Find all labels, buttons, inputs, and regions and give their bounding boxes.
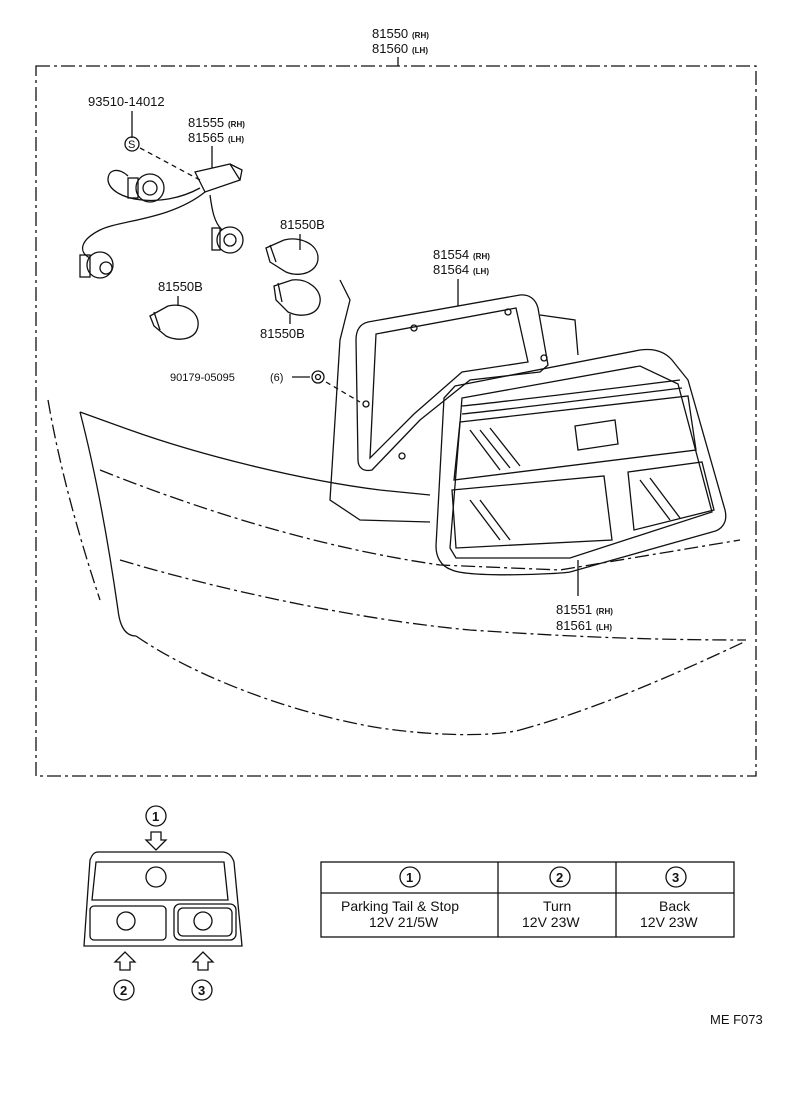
lens-window-lower-left	[451, 475, 613, 549]
callout-1-icon	[145, 805, 167, 827]
screw-mark: S	[128, 139, 135, 151]
lens-outer	[435, 348, 727, 576]
table-name-2: Turn	[543, 898, 571, 914]
table-name-3: Back	[659, 898, 691, 914]
table-number-1: 1	[406, 870, 413, 885]
table-spec-3: 12V 23W	[640, 914, 698, 930]
arrow-up-icon	[191, 951, 215, 971]
gasket-part: 81554 (RH) 81564 (LH)	[355, 247, 549, 472]
gasket-suffix-lh: (LH)	[473, 267, 489, 276]
assembly-suffix-lh: (LH)	[412, 46, 428, 55]
bulb-b-part: 81550B	[260, 279, 321, 341]
figure-code: ME F073	[710, 1012, 763, 1027]
lens-number-lh: 81561	[556, 618, 592, 633]
table-number-2: 2	[556, 870, 563, 885]
bulb-socket-1-icon	[145, 866, 167, 888]
socket-number-rh: 81555	[188, 115, 224, 130]
lens-part: 81551 (RH) 81561 (LH)	[435, 348, 727, 633]
screw-icon	[124, 136, 140, 152]
bulb-b-number: 81550B	[260, 326, 305, 341]
lens-window-upper	[453, 395, 697, 481]
nut-part: 90179-05095 (6)	[170, 370, 361, 403]
table-name-1: Parking Tail & Stop	[341, 898, 459, 914]
gasket-number-rh: 81554	[433, 247, 469, 262]
lens-suffix-rh: (RH)	[596, 607, 613, 616]
table-number-3: 3	[672, 870, 679, 885]
bulb-socket-3-icon	[193, 911, 213, 931]
bulb-c-number: 81550B	[158, 279, 203, 294]
socket-icon	[211, 226, 244, 254]
lens-suffix-lh: (LH)	[596, 623, 612, 632]
callout-3-icon	[191, 979, 213, 1001]
callout-2-number: 2	[120, 983, 127, 998]
connector-icon	[194, 163, 241, 193]
socket-suffix-rh: (RH)	[228, 120, 245, 129]
assembly-suffix-rh: (RH)	[412, 31, 429, 40]
socket-suffix-lh: (LH)	[228, 135, 244, 144]
arrow-down-icon	[144, 831, 168, 851]
assembly-boundary	[35, 65, 757, 777]
assembly-number-rh: 81550	[372, 26, 408, 41]
bulb-socket-2-icon	[116, 911, 136, 931]
callout-2-icon	[113, 979, 135, 1001]
callout-1-number: 1	[152, 809, 159, 824]
socket-icon	[127, 173, 165, 203]
lens-window-lower-right	[627, 461, 715, 531]
socket-number-lh: 81565	[188, 130, 224, 145]
table-column-3: 3 Back 12V 23W	[640, 866, 698, 930]
gasket-frame	[355, 294, 549, 472]
lens-number-rh: 81551	[556, 602, 592, 617]
vehicle-body-outline	[47, 279, 747, 736]
nut-qty: (6)	[270, 372, 283, 384]
bulb-icon	[273, 279, 321, 316]
callout-3-number: 3	[198, 983, 205, 998]
bulb-icon	[149, 304, 199, 340]
screw-part: 93510-14012 S	[88, 94, 201, 181]
bulb-position-inset: 1 2 3	[83, 805, 243, 1001]
nut-icon	[311, 370, 325, 384]
assembly-number-lh: 81560	[372, 41, 408, 56]
table-spec-1: 12V 21/5W	[369, 914, 439, 930]
bulb-a-part: 81550B	[265, 217, 325, 275]
lamp-outline	[83, 851, 243, 947]
socket-icon	[79, 251, 114, 279]
bulb-icon	[265, 238, 319, 275]
table-spec-2: 12V 23W	[522, 914, 580, 930]
bulb-spec-table: 1 Parking Tail & Stop 12V 21/5W 2 Turn 1…	[320, 861, 735, 938]
gasket-suffix-rh: (RH)	[473, 252, 490, 261]
table-column-2: 2 Turn 12V 23W	[522, 866, 580, 930]
bulb-a-number: 81550B	[280, 217, 325, 232]
table-column-1: 1 Parking Tail & Stop 12V 21/5W	[341, 866, 459, 930]
bulb-c-part: 81550B	[149, 279, 203, 340]
socket-wire-part: 81555 (RH) 81565 (LH)	[79, 115, 245, 279]
assembly-label: 81550 (RH) 81560 (LH)	[372, 26, 429, 66]
screw-number: 93510-14012	[88, 94, 165, 109]
gasket-number-lh: 81564	[433, 262, 469, 277]
arrow-up-icon	[113, 951, 137, 971]
nut-number: 90179-05095	[170, 372, 235, 384]
